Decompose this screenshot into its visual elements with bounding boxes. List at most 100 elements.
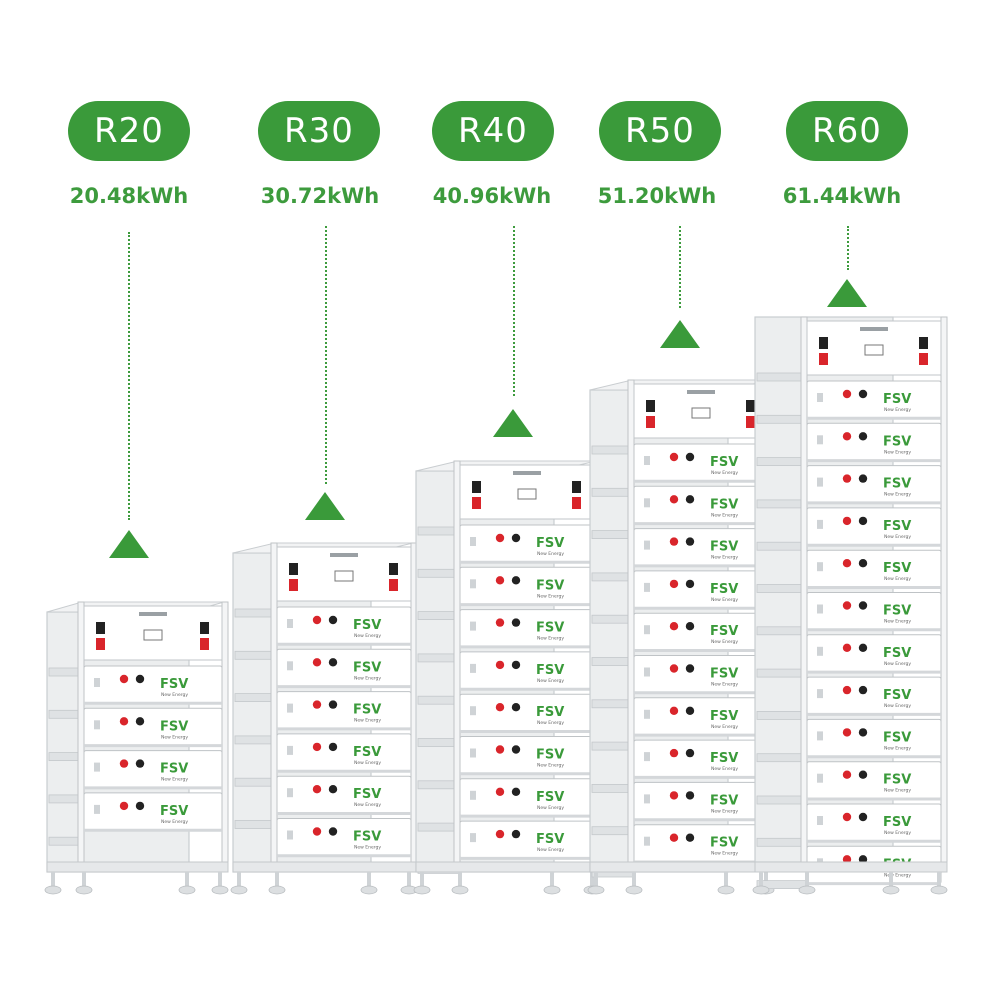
pointer-triangle-r40 (493, 409, 533, 437)
brand-subtitle: New Energy (537, 678, 564, 684)
brand-logo: FSV (710, 751, 738, 766)
brand-logo: FSV (160, 677, 188, 692)
control-box (276, 546, 412, 602)
brand-logo: FSV (353, 830, 381, 845)
brand-logo: FSV (883, 434, 911, 449)
brand-logo: FSV (536, 790, 564, 805)
brand-logo: FSV (883, 392, 911, 407)
brand-subtitle: New Energy (161, 777, 188, 783)
brand-subtitle: New Energy (884, 407, 911, 413)
brand-subtitle: New Energy (711, 470, 738, 476)
brand-subtitle: New Energy (161, 692, 188, 698)
pointer-triangle-r60 (827, 279, 867, 307)
guide-line-r20 (128, 232, 130, 520)
brand-subtitle: New Energy (354, 845, 381, 851)
brand-logo: FSV (883, 477, 911, 492)
brand-subtitle: New Energy (537, 805, 564, 811)
brand-subtitle: New Energy (161, 734, 188, 740)
brand-logo: FSV (883, 561, 911, 576)
brand-subtitle: New Energy (884, 872, 911, 878)
brand-logo: FSV (710, 709, 738, 724)
brand-logo: FSV (353, 660, 381, 675)
brand-subtitle: New Energy (884, 703, 911, 709)
brand-subtitle: New Energy (354, 718, 381, 724)
brand-subtitle: New Energy (354, 760, 381, 766)
brand-subtitle: New Energy (537, 636, 564, 642)
brand-subtitle: New Energy (537, 847, 564, 853)
brand-logo: FSV (536, 748, 564, 763)
brand-logo: FSV (710, 582, 738, 597)
model-label-r20: R20 (68, 101, 190, 161)
brand-subtitle: New Energy (884, 788, 911, 794)
brand-subtitle: New Energy (354, 675, 381, 681)
model-label-r60: R60 (786, 101, 908, 161)
brand-subtitle: New Energy (537, 593, 564, 599)
brand-subtitle: New Energy (537, 551, 564, 557)
brand-subtitle: New Energy (537, 720, 564, 726)
brand-subtitle: New Energy (884, 830, 911, 836)
brand-logo: FSV (536, 663, 564, 678)
brand-logo: FSV (883, 646, 911, 661)
brand-logo: FSV (353, 745, 381, 760)
brand-logo: FSV (710, 793, 738, 808)
brand-subtitle: New Energy (711, 639, 738, 645)
brand-subtitle: New Energy (884, 619, 911, 625)
guide-line-r50 (679, 226, 681, 308)
brand-logo: FSV (160, 762, 188, 777)
brand-subtitle: New Energy (711, 512, 738, 518)
capacity-r30: 30.72kWh (260, 184, 380, 208)
capacity-r40: 40.96kWh (432, 184, 552, 208)
brand-subtitle: New Energy (354, 802, 381, 808)
brand-logo: FSV (536, 705, 564, 720)
brand-subtitle: New Energy (884, 534, 911, 540)
brand-subtitle: New Energy (711, 808, 738, 814)
capacity-r20: 20.48kWh (69, 184, 189, 208)
brand-logo: FSV (536, 536, 564, 551)
control-box (459, 464, 595, 520)
control-box (633, 383, 769, 439)
brand-logo: FSV (710, 540, 738, 555)
brand-subtitle: New Energy (884, 745, 911, 751)
brand-subtitle: New Energy (884, 492, 911, 498)
model-label-r50: R50 (599, 101, 721, 161)
control-box (806, 320, 942, 376)
brand-logo: FSV (710, 836, 738, 851)
brand-subtitle: New Energy (161, 819, 188, 825)
brand-subtitle: New Energy (884, 576, 911, 582)
brand-subtitle: New Energy (711, 597, 738, 603)
brand-subtitle: New Energy (711, 766, 738, 772)
brand-subtitle: New Energy (537, 763, 564, 769)
brand-logo: FSV (353, 787, 381, 802)
brand-logo: FSV (883, 815, 911, 830)
pointer-triangle-r20 (109, 530, 149, 558)
